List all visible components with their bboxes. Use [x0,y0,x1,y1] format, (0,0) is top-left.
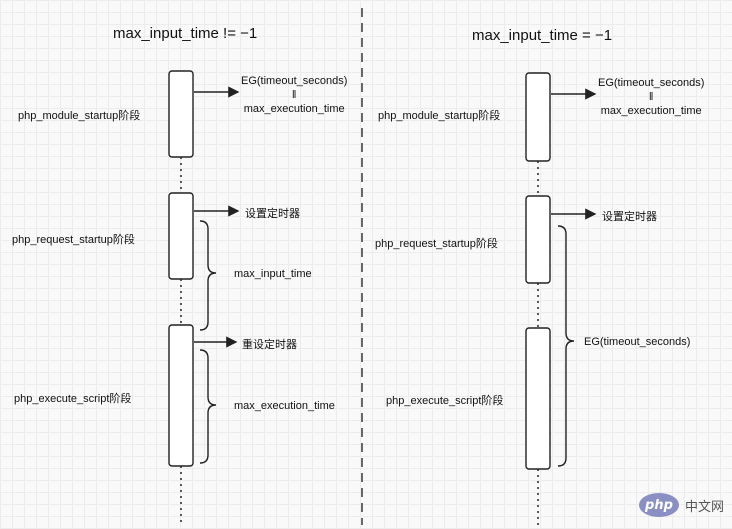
left-max-exec-label: max_execution_time [234,400,335,412]
right-phase-module-label: php_module_startup阶段 [378,110,501,122]
right-eg-equation: EG(timeout_seconds) ‖ max_execution_time [598,76,704,118]
left-title: max_input_time != −1 [113,25,258,42]
right-eg-equals: ‖ [648,91,654,103]
right-title: max_input_time = −1 [472,27,613,44]
left-eg-line1: EG(timeout_seconds) [241,75,348,87]
right-eg-line2: max_execution_time [600,105,702,117]
left-max-exec-brace [199,349,217,464]
watermark: php 中文网 [638,493,724,517]
right-set-timer-label: 设置定时器 [602,211,657,223]
left-phase-request-label: php_request_startup阶段 [12,234,135,246]
left-request-activation-box [168,192,194,280]
watermark-text: 中文网 [684,498,724,514]
left-phase-execute-label: php_execute_script阶段 [14,393,132,405]
php-logo: php [638,493,679,517]
left-max-input-brace [199,220,217,331]
right-eg-line1: EG(timeout_seconds) [598,77,705,89]
left-eg-equals: ‖ [291,89,297,101]
right-phase-request-label: php_request_startup阶段 [375,238,498,250]
left-max-input-label: max_input_time [234,268,312,280]
right-execute-activation-box [525,327,551,470]
right-request-activation-box [525,195,551,284]
left-eg-line2: max_execution_time [243,103,345,115]
left-phase-module-label: php_module_startup阶段 [18,110,141,122]
left-execute-activation-box [168,324,194,467]
right-phase-execute-label: php_execute_script阶段 [386,395,504,407]
left-module-activation-box [168,70,194,158]
right-eg-timeout-label: EG(timeout_seconds) [584,336,691,348]
left-eg-equation: EG(timeout_seconds) ‖ max_execution_time [241,74,347,116]
left-set-timer-label: 设置定时器 [245,208,300,220]
right-eg-timeout-brace [557,225,575,467]
left-reset-timer-label: 重设定时器 [242,339,297,351]
right-module-activation-box [525,72,551,162]
